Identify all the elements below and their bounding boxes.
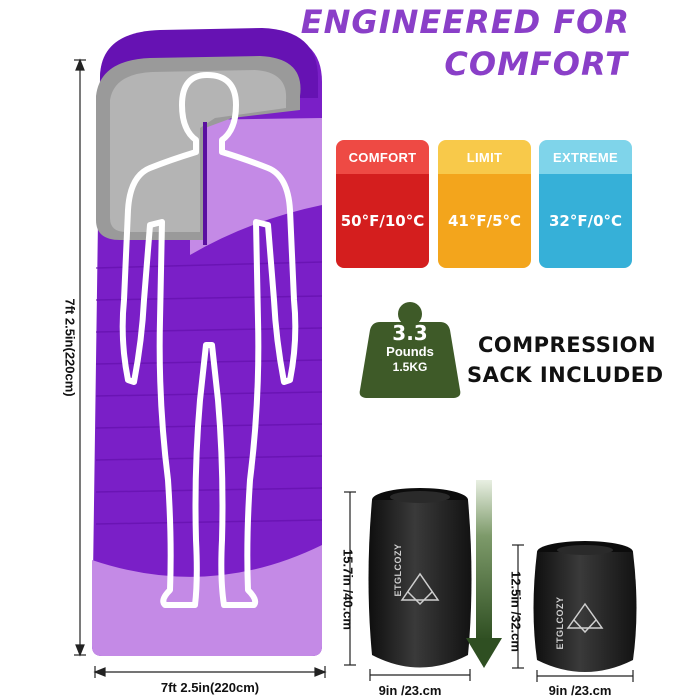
large-sack-brand-label: ETGLCOZY — [393, 543, 403, 597]
large-compression-sack — [368, 488, 472, 668]
weight-metric: 1.5KG — [392, 360, 428, 374]
comfort-label: COMFORT — [336, 140, 429, 174]
compression-line-2: SACK INCLUDED — [467, 363, 664, 387]
limit-value: 41°F/5°C — [438, 174, 531, 268]
small-sack-brand-label: ETGLCOZY — [555, 596, 565, 650]
compression-line-1: COMPRESSION — [478, 333, 657, 357]
large-sack-height-label: 15.7in /40.cm — [340, 549, 356, 630]
small-compression-sack — [533, 541, 637, 672]
comfort-value: 50°F/10°C — [336, 174, 429, 268]
large-sack-width-label: 9in /23.cm — [378, 683, 442, 698]
limit-temperature-card: LIMIT 41°F/5°C — [438, 140, 531, 268]
small-sack-height-label: 12.5in /32.cm — [508, 571, 524, 652]
small-sack-width-line — [536, 670, 634, 682]
weight-number: 3.3 — [392, 321, 428, 345]
weight-unit: Pounds — [386, 344, 434, 359]
headline-line-1: ENGINEERED FOR — [300, 3, 630, 41]
small-sack-height-line — [512, 544, 524, 669]
extreme-value: 32°F/0°C — [539, 174, 632, 268]
width-dimension-line — [93, 666, 327, 678]
limit-label: LIMIT — [438, 140, 531, 174]
compression-arrow-icon — [466, 480, 502, 668]
bag-bottom-panel — [92, 545, 322, 656]
comfort-temperature-card: COMFORT 50°F/10°C — [336, 140, 429, 268]
length-dimension-line — [74, 58, 86, 657]
small-sack-width-label: 9in /23.cm — [548, 683, 612, 698]
large-sack-width-line — [369, 669, 471, 681]
large-sack-height-line — [344, 491, 356, 666]
extreme-temperature-card: EXTREME 32°F/0°C — [539, 140, 632, 268]
weight-badge-shape — [359, 302, 461, 398]
weight-badge: 3.3 Pounds 1.5KG — [362, 322, 458, 374]
bag-length-label: 7ft 2.5in(220cm) — [62, 298, 78, 397]
bag-width-label: 7ft 2.5in(220cm) — [160, 680, 260, 695]
person-outline-icon — [119, 72, 299, 608]
extreme-label: EXTREME — [539, 140, 632, 174]
headline-line-2: COMFORT — [444, 45, 628, 83]
